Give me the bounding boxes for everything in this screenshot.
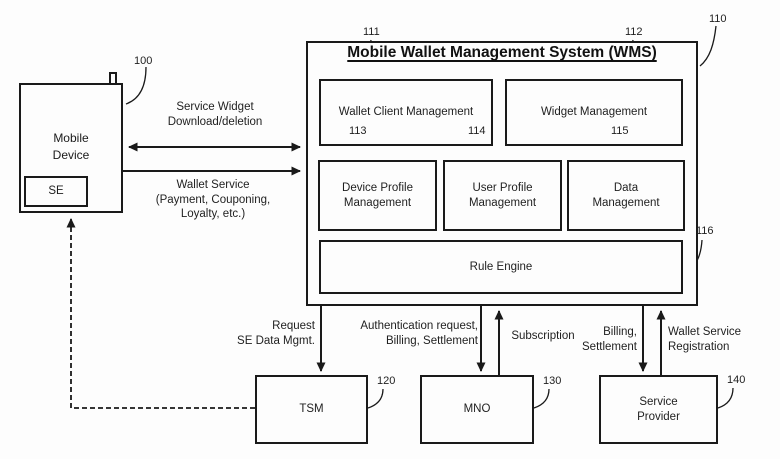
mobile-device-label: Mobile Device <box>52 131 90 162</box>
widget-management-box: Widget Management <box>505 79 683 146</box>
leader-130 <box>533 388 550 409</box>
data-management-label: Data Management <box>592 181 660 209</box>
user-profile-management-box: User Profile Management <box>443 160 562 231</box>
ref-116: 116 <box>696 225 714 237</box>
rule-engine-label: Rule Engine <box>469 260 533 273</box>
data-management-box: Data Management <box>567 160 685 231</box>
device-profile-management-label: Device Profile Management <box>342 181 413 209</box>
ref-100: 100 <box>134 55 153 67</box>
se-label: SE <box>48 185 64 197</box>
wms-title: Mobile Wallet Management System (WMS) <box>347 44 657 61</box>
edge-label-authentication: Authentication request, Billing, Settlem… <box>360 320 478 347</box>
edge-label-billing-settlement: Billing, Settlement <box>582 326 637 353</box>
ref-130: 130 <box>543 375 562 387</box>
edge-label-subscription: Subscription <box>511 330 575 342</box>
se-box: SE <box>24 176 88 207</box>
leader-120 <box>367 388 384 409</box>
ref-140: 140 <box>727 374 746 386</box>
edge-label-request-se-data: Request SE Data Mgmt. <box>237 320 315 347</box>
wallet-client-management-box: Wallet Client Management <box>319 79 493 146</box>
tsm-label: TSM <box>299 403 324 415</box>
user-profile-management-label: User Profile Management <box>468 181 537 209</box>
leader-140 <box>717 387 734 409</box>
ref-113: 113 <box>349 125 367 137</box>
ref-120: 120 <box>377 375 396 387</box>
ref-110: 110 <box>709 13 727 25</box>
edge-label-wallet-service-registration: Wallet Service Registration <box>668 326 742 353</box>
service-provider-box: Service Provider <box>599 375 718 444</box>
edge-label-wallet-service: Wallet Service (Payment, Couponing, Loya… <box>155 179 271 220</box>
ref-112: 112 <box>625 26 643 38</box>
leader-100 <box>125 66 147 105</box>
wallet-client-management-label: Wallet Client Management <box>338 106 474 118</box>
service-provider-label: Service Provider <box>637 395 680 423</box>
rule-engine-box: Rule Engine <box>319 240 683 294</box>
ref-114: 114 <box>468 125 486 137</box>
ref-115: 115 <box>611 125 629 137</box>
arrow-tsm-to-se-dashed <box>66 218 255 409</box>
device-profile-management-box: Device Profile Management <box>318 160 437 231</box>
edge-label-service-widget: Service Widget Download/deletion <box>167 101 263 128</box>
mno-label: MNO <box>463 403 491 415</box>
ref-111: 111 <box>363 26 380 38</box>
leader-110 <box>699 25 717 67</box>
mno-box: MNO <box>420 375 534 444</box>
widget-management-label: Widget Management <box>540 106 648 118</box>
tsm-box: TSM <box>255 375 368 444</box>
